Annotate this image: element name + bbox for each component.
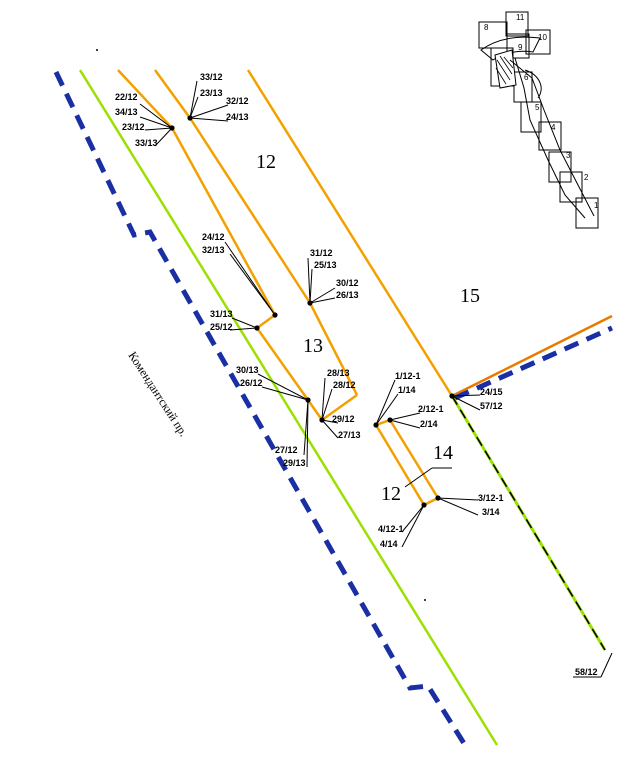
lot-label: 31/13 <box>210 309 233 319</box>
sheet-number: 10 <box>538 33 547 42</box>
lot-label: 27/13 <box>338 430 361 440</box>
lot-label: 1/12-1 <box>395 371 421 381</box>
lot-label: 34/13 <box>115 107 138 117</box>
lot-label: 23/12 <box>122 122 145 132</box>
lot-label: 30/13 <box>236 365 259 375</box>
lot-label: 31/12 <box>310 248 333 258</box>
zone-12-upper: 12 <box>256 151 276 173</box>
leader-lines <box>139 80 613 678</box>
lot-label: 24/15 <box>480 387 503 397</box>
lot-label: 58/12 <box>575 667 598 677</box>
vertex-points <box>169 115 455 508</box>
sheet-number: 3 <box>566 151 571 160</box>
lot-label: 26/13 <box>336 290 359 300</box>
zone-12-lower: 12 <box>381 483 401 505</box>
lot-label: 24/12 <box>202 232 225 242</box>
lot-label: 28/12 <box>333 380 356 390</box>
lot-label: 22/12 <box>115 92 138 102</box>
lot-label: 57/12 <box>480 401 503 411</box>
lot-label: 33/13 <box>135 138 158 148</box>
lot-label: 25/13 <box>314 260 337 270</box>
lot-label: 32/12 <box>226 96 249 106</box>
lot-label: 3/12-1 <box>478 493 504 503</box>
sheet-number: 4 <box>551 123 556 132</box>
map-dot <box>96 49 98 51</box>
lot-label: 27/12 <box>275 445 298 455</box>
boundary-dashed-right <box>453 325 614 401</box>
parcel-lines <box>117 69 454 507</box>
lot-label: 3/14 <box>482 507 500 517</box>
lot-label: 23/13 <box>200 88 223 98</box>
zone-13: 13 <box>303 335 323 357</box>
lot-label: 24/13 <box>226 112 249 122</box>
lot-label: 29/13 <box>283 458 306 468</box>
black-dashed-line <box>451 395 606 651</box>
sheet-number: 6 <box>524 73 529 82</box>
lot-label: 2/12-1 <box>418 404 444 414</box>
map-dot <box>424 599 426 601</box>
lot-label: 26/12 <box>240 378 263 388</box>
boundary-dashed-left <box>53 70 468 747</box>
sheet-number: 8 <box>484 23 489 32</box>
lot-label: 28/13 <box>327 368 350 378</box>
inset-sheet-diagram <box>478 11 599 229</box>
red-line <box>451 314 613 398</box>
lot-label: 25/12 <box>210 322 233 332</box>
lot-label: 2/14 <box>420 419 438 429</box>
lot-label: 30/12 <box>336 278 359 288</box>
zone-15: 15 <box>460 285 480 307</box>
sheet-number: 11 <box>516 13 525 22</box>
sheet-number: 2 <box>584 173 589 182</box>
inset-sheet-numbers: 11 8 10 9 6 5 4 3 2 1 <box>484 13 599 210</box>
sheet-number: 5 <box>535 103 540 112</box>
lot-label: 32/13 <box>202 245 225 255</box>
lot-label: 33/12 <box>200 72 223 82</box>
street-label: Комендантский пр. <box>125 349 190 439</box>
lot-label: 4/12-1 <box>378 524 404 534</box>
lot-labels: 33/12 23/13 22/12 34/13 32/12 24/13 23/1… <box>115 72 598 677</box>
sheet-number: 1 <box>594 201 599 210</box>
green-boundary-line <box>78 69 499 746</box>
lot-label: 4/14 <box>380 539 398 549</box>
lot-label: 29/12 <box>332 414 355 424</box>
lot-label: 1/14 <box>398 385 416 395</box>
zone-14: 14 <box>433 442 453 464</box>
sheet-number: 9 <box>518 43 523 52</box>
